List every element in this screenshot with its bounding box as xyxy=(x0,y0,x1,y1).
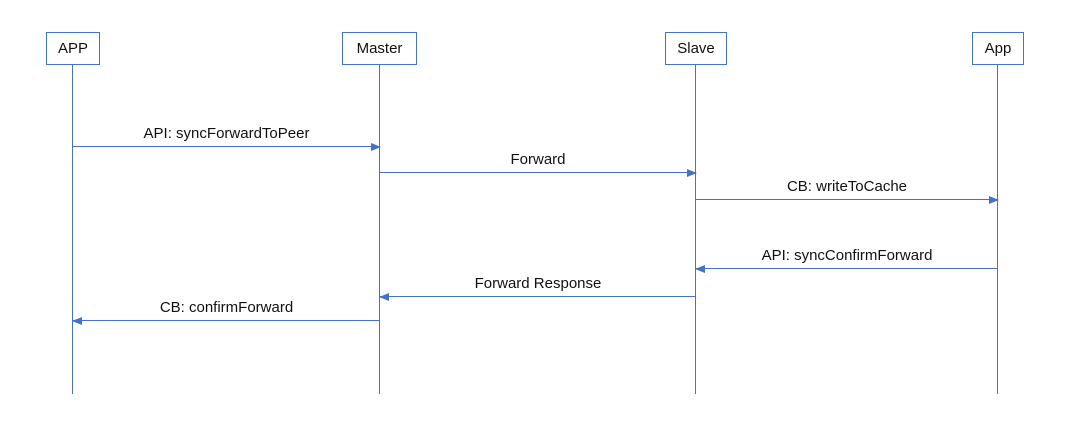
actor-label: Master xyxy=(356,40,403,57)
arrowhead-right-icon xyxy=(371,142,381,151)
arrowhead-left-icon xyxy=(695,264,705,273)
message-label: CB: confirmForward xyxy=(159,299,294,316)
message-forward: Forward xyxy=(380,148,697,177)
message-label: API: syncForwardToPeer xyxy=(143,125,310,142)
arrowhead-left-icon xyxy=(379,292,389,301)
message-label: Forward xyxy=(510,151,566,168)
message-write-to-cache: CB: writeToCache xyxy=(696,175,999,204)
lifeline-app-left xyxy=(72,65,74,394)
lifeline-app-right xyxy=(997,65,999,394)
message-line xyxy=(380,296,696,297)
message-line xyxy=(73,320,380,321)
message-line xyxy=(696,199,998,200)
message-sync-confirm-forward: API: syncConfirmForward xyxy=(695,244,998,273)
lifeline-master xyxy=(378,65,380,394)
arrowhead-left-icon xyxy=(72,316,82,325)
message-forward-response: Forward Response xyxy=(379,272,696,301)
message-line xyxy=(380,172,696,173)
message-line xyxy=(73,146,380,147)
actor-box-slave: Slave xyxy=(665,32,727,65)
message-sync-forward-to-peer: API: syncForwardToPeer xyxy=(73,122,381,151)
arrowhead-right-icon xyxy=(989,195,999,204)
arrowhead-right-icon xyxy=(687,168,697,177)
message-label: CB: writeToCache xyxy=(786,178,908,195)
message-label: API: syncConfirmForward xyxy=(761,247,933,264)
message-label: Forward Response xyxy=(474,275,602,292)
actor-label: APP xyxy=(57,40,88,57)
actor-label: App xyxy=(984,40,1012,57)
actor-box-master: Master xyxy=(342,32,417,65)
lifeline-slave xyxy=(695,65,697,394)
actor-box-app-right: App xyxy=(972,32,1024,65)
actor-label: Slave xyxy=(677,40,715,57)
actor-box-app-left: APP xyxy=(46,32,100,65)
message-confirm-forward: CB: confirmForward xyxy=(72,296,380,325)
message-line xyxy=(696,268,998,269)
